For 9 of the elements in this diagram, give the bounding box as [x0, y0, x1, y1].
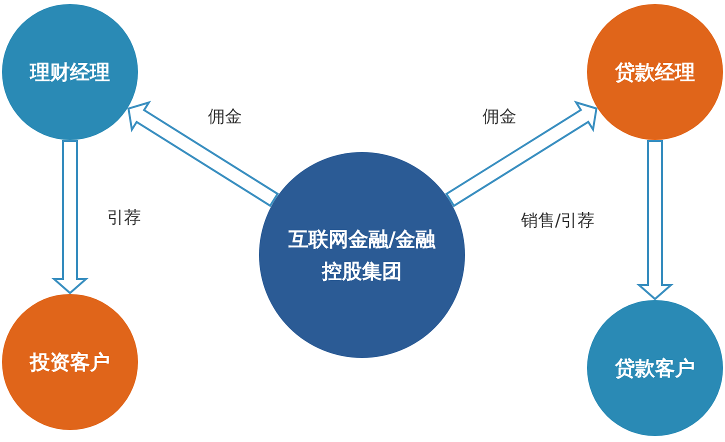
customer-circle: 贷款客户: [587, 300, 723, 436]
hollow-arrow: [636, 140, 674, 300]
hollow-arrow: [51, 140, 89, 294]
hollow-arrow: [445, 100, 598, 208]
group-circle: 互联网金融/金融控股集团: [259, 152, 465, 358]
hollow-arrow: [127, 100, 279, 208]
manager-circle: 理财经理: [2, 4, 138, 140]
manager-circle: 贷款经理: [587, 4, 723, 140]
customer-circle: 投资客户: [2, 294, 138, 430]
